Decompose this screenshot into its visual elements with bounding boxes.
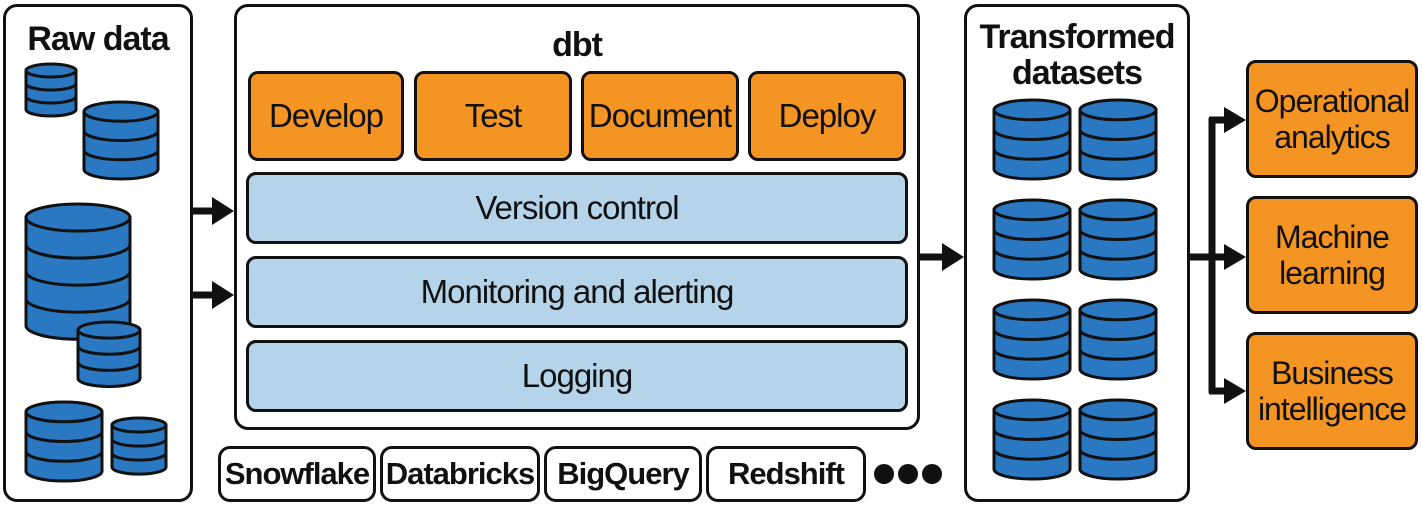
step-test: Test	[414, 71, 572, 161]
output-label-line2: learning	[1279, 255, 1386, 291]
output-machine-learning: Machine learning	[1246, 196, 1418, 314]
transformed-title-line1: Transformed	[979, 18, 1176, 56]
transformed-title-line2: datasets	[1012, 54, 1143, 92]
step-develop: Develop	[248, 71, 404, 161]
dbt-title: dbt	[552, 26, 603, 64]
step-label: Test	[464, 97, 523, 134]
output-operational-analytics: Operational analytics	[1246, 60, 1418, 178]
arrow-right-icon	[1209, 107, 1246, 133]
output-business-intelligence: Business intelligence	[1246, 332, 1418, 450]
layer-label: Logging	[521, 357, 633, 394]
platform-label: BigQuery	[557, 456, 690, 491]
database-icon	[24, 400, 104, 483]
platform-label: Redshift	[728, 456, 845, 491]
database-icon	[992, 298, 1072, 381]
branch-connector	[1190, 118, 1216, 393]
arrow-right-icon	[193, 281, 234, 309]
database-icon	[110, 416, 168, 476]
layer-logging: Logging	[246, 340, 908, 412]
step-label: Document	[588, 97, 732, 134]
output-label-line2: intelligence	[1257, 391, 1407, 427]
database-icon	[82, 100, 160, 181]
platform-snowflake: Snowflake	[218, 446, 376, 502]
database-icon	[992, 98, 1072, 181]
step-deploy: Deploy	[748, 71, 906, 161]
database-icon	[24, 62, 78, 118]
platform-redshift: Redshift	[706, 446, 866, 502]
arrow-right-icon	[1212, 244, 1246, 270]
layer-version-control: Version control	[246, 172, 908, 244]
database-icon	[1078, 98, 1158, 181]
database-icon	[76, 320, 142, 388]
layer-label: Version control	[475, 189, 679, 226]
arrow-right-icon	[193, 197, 234, 225]
database-icon	[1078, 198, 1158, 281]
platform-label: Databricks	[385, 456, 536, 491]
arrow-right-icon	[920, 243, 964, 271]
step-label: Develop	[268, 97, 384, 134]
platform-label: Snowflake	[224, 456, 370, 491]
layer-label: Monitoring and alerting	[420, 273, 735, 310]
platform-bigquery: BigQuery	[544, 446, 702, 502]
step-document: Document	[581, 71, 739, 161]
arrow-right-icon	[1209, 378, 1246, 404]
output-label-line1: Business	[1271, 355, 1394, 391]
database-icon	[1078, 398, 1158, 481]
layer-monitoring-alerting: Monitoring and alerting	[246, 256, 908, 328]
raw-data-title: Raw data	[27, 20, 169, 58]
step-label: Deploy	[778, 97, 877, 134]
platform-databricks: Databricks	[380, 446, 540, 502]
database-icon	[992, 198, 1072, 281]
database-icon	[992, 398, 1072, 481]
output-label-line1: Machine	[1275, 219, 1390, 255]
output-label-line2: analytics	[1274, 119, 1390, 155]
database-icon	[1078, 298, 1158, 381]
output-label-line1: Operational	[1254, 83, 1410, 119]
more-dots-icon	[874, 464, 942, 484]
